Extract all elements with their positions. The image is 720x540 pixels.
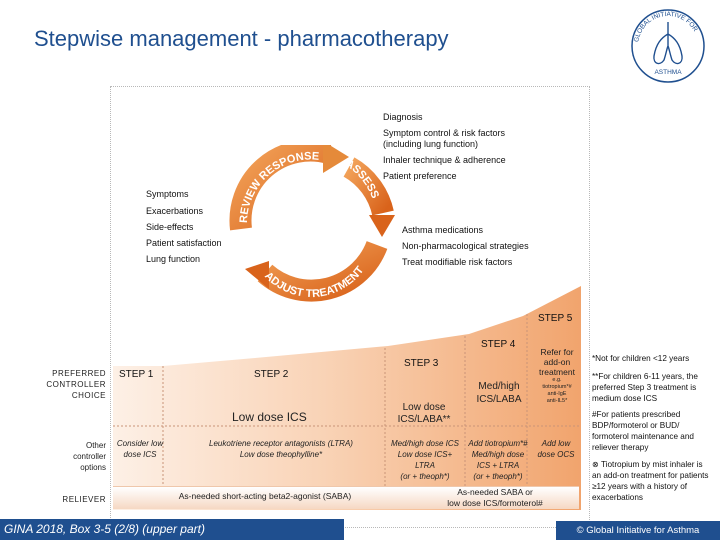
step3-preferred: Low dose ICS/LABA** xyxy=(397,402,451,425)
staircase-fill xyxy=(113,286,581,510)
step1-other: Consider low dose ICS xyxy=(116,439,164,459)
logo-caption: ASTHMA xyxy=(654,69,682,76)
review-item-exacerbations: Exacerbations xyxy=(146,206,204,216)
step5-preferred: Refer for add-on treatment xyxy=(539,347,575,377)
row-label-other: Other controller options xyxy=(73,441,106,472)
adjust-item-risk-factors: Treat modifiable risk factors xyxy=(402,257,513,267)
step3-label: STEP 3 xyxy=(404,358,439,369)
reliever-saba: As-needed short-acting beta2-agonist (SA… xyxy=(178,491,352,501)
assess-item-symptom-control: Symptom control & risk factors (includin… xyxy=(383,128,506,149)
adjust-item-non-pharm: Non-pharmacological strategies xyxy=(402,241,529,251)
svg-text:GLOBAL INITIATIVE FOR: GLOBAL INITIATIVE FOR xyxy=(633,11,699,43)
step1-label: STEP 1 xyxy=(119,369,154,380)
note-children-6-11: **For children 6-11 years, the preferred… xyxy=(592,372,698,403)
review-item-symptoms: Symptoms xyxy=(146,189,189,199)
note-not-for-children: *Not for children <12 years xyxy=(592,354,690,363)
logo-arc-text: GLOBAL INITIATIVE FOR xyxy=(633,11,699,43)
step2-label: STEP 2 xyxy=(254,369,289,380)
assess-arrow xyxy=(343,157,394,216)
step4-other: Add tiotropium*# Med/high dose ICS + LTR… xyxy=(468,439,528,481)
cycle-arrows: REVIEW RESPONSE ASSESS ADJUST TREATMENT xyxy=(229,145,395,302)
step2-preferred: Low dose ICS xyxy=(232,410,307,424)
step5-preferred-examples: e.g. tiotropium*# anti-IgE anti-IL5* xyxy=(542,377,572,404)
step-staircase xyxy=(113,286,581,510)
review-arrow xyxy=(229,145,332,231)
note-tiotropium: ⊗ Tiotropium by mist inhaler is an add-o… xyxy=(592,460,709,502)
reliever-saba-or-ics: As-needed SABA or low dose ICS/formotero… xyxy=(447,487,543,508)
adjust-arrowhead xyxy=(245,261,269,289)
row-label-preferred: PREFERRED CONTROLLER CHOICE xyxy=(46,369,106,400)
diagram-frame xyxy=(110,86,590,528)
step3-other: Med/high dose ICS Low dose ICS+ LTRA (or… xyxy=(390,439,460,481)
gina-logo: GLOBAL INITIATIVE FOR ASTHMA xyxy=(631,9,705,83)
adjust-item-medications: Asthma medications xyxy=(402,225,484,235)
assess-arrowhead xyxy=(369,215,395,237)
adjust-arrow xyxy=(257,240,388,302)
footer-copyright: © Global Initiative for Asthma xyxy=(556,521,720,540)
assess-item-diagnosis: Diagnosis xyxy=(383,112,423,122)
page-title: Stepwise management - pharmacotherapy xyxy=(34,26,449,51)
assess-item-inhaler: Inhaler technique & adherence xyxy=(383,155,506,165)
note-maintenance-reliever: #For patients prescribed BDP/formoterol … xyxy=(592,410,694,452)
step5-label: STEP 5 xyxy=(538,313,573,324)
step4-label: STEP 4 xyxy=(481,339,516,350)
review-item-side-effects: Side-effects xyxy=(146,222,194,232)
assess-item-preference: Patient preference xyxy=(383,171,457,181)
review-item-lung-function: Lung function xyxy=(146,254,201,264)
footer-source: GINA 2018, Box 3-5 (2/8) (upper part) xyxy=(0,519,344,540)
review-arrowhead xyxy=(323,145,349,173)
step4-preferred: Med/high ICS/LABA xyxy=(476,381,522,405)
row-label-reliever: RELIEVER xyxy=(62,495,106,504)
step5-other: Add low dose OCS xyxy=(537,439,575,459)
reliever-band xyxy=(113,486,579,509)
step2-other: Leukotriene receptor antagonists (LTRA) … xyxy=(209,439,353,459)
review-item-satisfaction: Patient satisfaction xyxy=(146,238,222,248)
